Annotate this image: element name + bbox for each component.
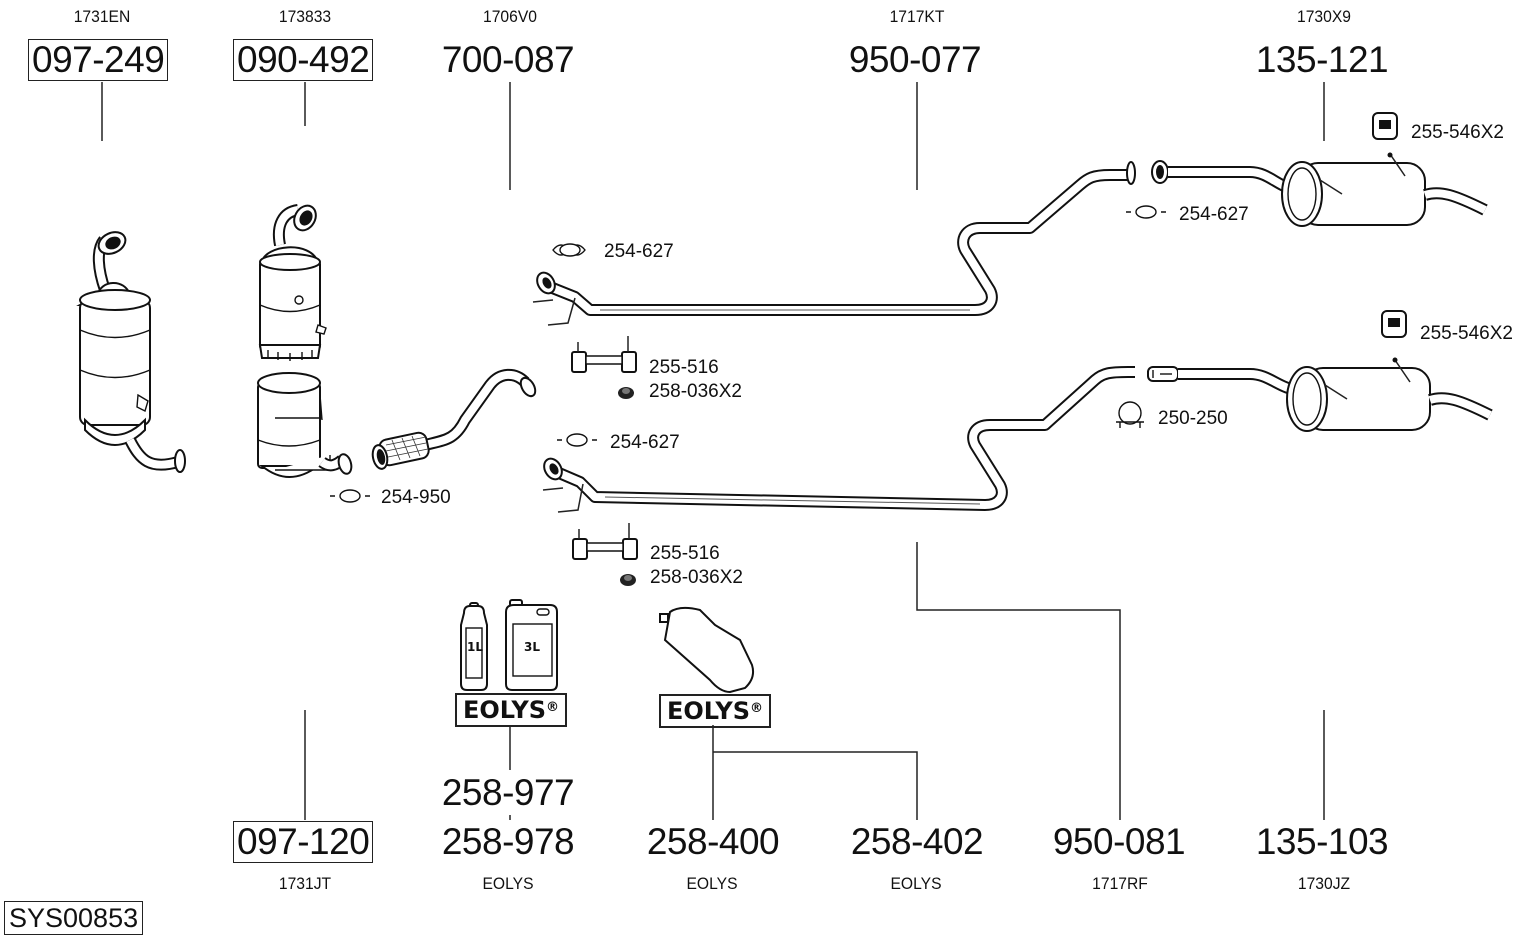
clamp-icon [552, 243, 586, 257]
ref-code: 1706V0 [483, 7, 537, 26]
eolys-bottle-1l-icon [460, 602, 488, 691]
hanger-mount-icon [571, 336, 637, 373]
centre-pipe-950-081-illustration [542, 366, 1135, 513]
catalyst-090-492-illustration [258, 204, 327, 361]
flexible-pipe-700-087-illustration [371, 368, 537, 470]
part-number-boxed[interactable]: 097-249 [28, 39, 169, 81]
leader-line-950-081 [916, 542, 1121, 820]
accessory-label[interactable]: 255-546X2 [1411, 122, 1504, 143]
part-number[interactable]: 950-077 [848, 39, 982, 80]
registered-mark: ® [750, 701, 764, 716]
accessory-label[interactable]: 255-516 [649, 357, 719, 378]
nut-icon [620, 574, 636, 586]
ref-code: EOLYS [482, 874, 534, 893]
clamp-icon [330, 489, 370, 503]
ref-code: EOLYS [890, 874, 942, 893]
eolys-brand-label: EOLYS [463, 696, 547, 724]
accessory-label[interactable]: 254-627 [1179, 204, 1249, 225]
ref-code: 1731EN [73, 7, 131, 26]
u-bolt-clamp-icon [1116, 401, 1144, 428]
leader-line-258-402 [713, 751, 918, 820]
bottle-volume-label: 3L [524, 640, 540, 654]
ref-code: EOLYS [686, 874, 738, 893]
rubber-mount-icon [1372, 112, 1398, 140]
accessory-label[interactable]: 258-036X2 [649, 381, 742, 402]
eolys-pouch-icon [659, 606, 755, 694]
accessory-label[interactable]: 254-627 [610, 432, 680, 453]
part-number[interactable]: 258-402 [850, 821, 984, 862]
part-number[interactable]: 135-121 [1255, 39, 1389, 80]
centre-pipe-950-077-illustration [532, 161, 1136, 326]
part-number[interactable]: 950-081 [1052, 821, 1186, 862]
dpf-097-249-illustration [76, 231, 186, 473]
part-number[interactable]: 258-977 [441, 772, 575, 813]
accessory-label[interactable]: 255-546X2 [1420, 323, 1513, 344]
accessory-label[interactable]: 254-627 [604, 241, 674, 262]
part-number[interactable]: 700-087 [441, 39, 575, 80]
eolys-brand-label: EOLYS [667, 697, 751, 725]
rear-silencer-135-103-illustration [1147, 357, 1493, 432]
accessory-label[interactable]: 250-250 [1158, 408, 1228, 429]
accessory-label[interactable]: 255-516 [650, 543, 720, 564]
bottle-volume-label: 1L [467, 640, 483, 654]
system-code: SYS00853 [4, 901, 144, 935]
ref-code: 1717KT [889, 7, 945, 26]
eolys-bottle-3l-icon [505, 599, 558, 691]
eolys-brand-box: EOLYS® [659, 694, 772, 728]
ref-code: 1731JT [278, 874, 332, 893]
eolys-brand-box: EOLYS® [455, 693, 568, 727]
ref-code: 1730JZ [1297, 874, 1351, 893]
dpf-097-120-illustration [257, 372, 353, 478]
part-number[interactable]: 258-978 [441, 821, 575, 862]
accessory-label[interactable]: 254-950 [381, 487, 451, 508]
rear-silencer-135-121-illustration [1151, 152, 1488, 227]
rubber-mount-icon [1381, 310, 1407, 338]
ref-code: 1717RF [1092, 874, 1148, 893]
registered-mark: ® [546, 700, 560, 715]
part-number-boxed[interactable]: 090-492 [233, 39, 374, 81]
accessory-label[interactable]: 258-036X2 [650, 567, 743, 588]
hanger-mount-icon [572, 523, 638, 560]
part-number-boxed[interactable]: 097-120 [233, 821, 374, 863]
part-number[interactable]: 258-400 [646, 821, 780, 862]
clamp-icon [1126, 205, 1166, 219]
ref-code: 1730X9 [1297, 7, 1351, 26]
nut-icon [618, 387, 634, 399]
part-number[interactable]: 135-103 [1255, 821, 1389, 862]
clamp-icon [557, 433, 597, 447]
ref-code: 173833 [278, 7, 332, 26]
